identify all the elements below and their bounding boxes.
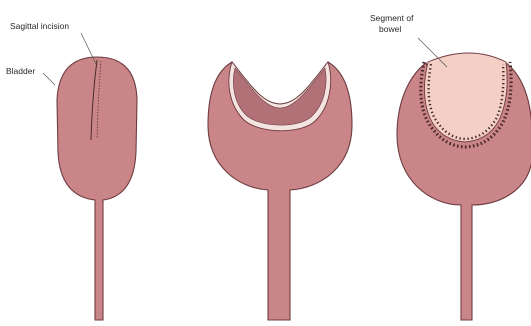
segment-label-line2: bowel bbox=[379, 24, 401, 34]
bladder-1-body bbox=[57, 57, 137, 320]
bladder-leader-line bbox=[43, 73, 55, 85]
bladder-augmented-panel: Segment of bowel bbox=[370, 13, 531, 320]
bladder-intact-panel: Sagittal incision Bladder bbox=[6, 21, 137, 320]
bladder-opened-panel bbox=[208, 62, 352, 320]
bladder-2-body bbox=[208, 62, 352, 320]
bladder-label: Bladder bbox=[6, 66, 35, 76]
segment-label-line1: Segment of bbox=[370, 13, 414, 23]
incision-label: Sagittal incision bbox=[10, 21, 69, 31]
